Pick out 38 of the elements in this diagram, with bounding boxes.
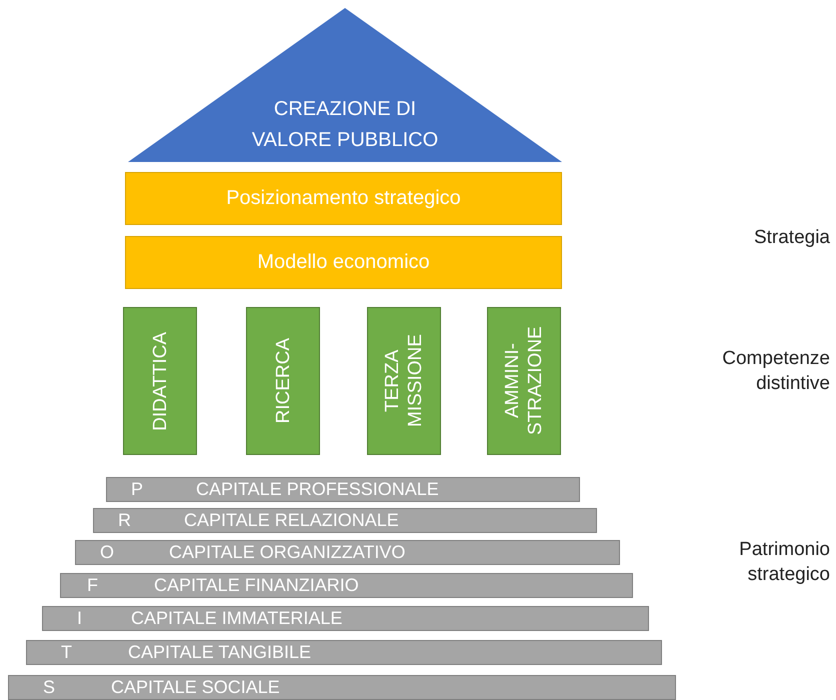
step-letter: F — [87, 575, 98, 596]
step-bar — [75, 540, 620, 565]
pillar-text: TERZA MISSIONE — [381, 334, 427, 430]
step-text: CAPITALE ORGANIZZATIVO — [169, 542, 406, 563]
side-label: Strategia — [752, 226, 830, 250]
beam-text: Posizionamento strategico — [226, 187, 461, 210]
pillar — [487, 307, 561, 455]
roof-text: CREAZIONE DI VALORE PUBBLICO — [250, 97, 440, 153]
step-bar — [93, 508, 597, 533]
pillar-text: DIDATTICA — [148, 332, 172, 430]
step-letter: O — [100, 542, 114, 563]
pillar — [246, 307, 320, 455]
step-letter: P — [131, 479, 144, 500]
step-bar — [60, 573, 633, 598]
step-bar — [106, 477, 580, 502]
step-text: CAPITALE TANGIBILE — [128, 642, 312, 663]
pillar — [367, 307, 441, 455]
pillar — [123, 307, 197, 455]
roof-triangle — [128, 8, 562, 162]
step-bar — [8, 675, 676, 700]
step-letter: T — [61, 642, 72, 663]
beam-bar — [125, 236, 562, 289]
step-letter: R — [118, 510, 131, 531]
step-bar — [42, 606, 649, 631]
step-text: CAPITALE PROFESSIONALE — [196, 479, 439, 500]
pillar-text: AMMINI- STRAZIONE — [501, 326, 547, 438]
side-label: Competenze distintive — [721, 347, 830, 396]
step-text: CAPITALE RELAZIONALE — [184, 510, 399, 531]
step-text: CAPITALE SOCIALE — [111, 677, 280, 698]
side-label: Patrimonio strategico — [738, 538, 830, 587]
pillar-text: RICERCA — [272, 338, 294, 424]
step-letter: I — [77, 608, 82, 629]
step-bar — [26, 640, 662, 665]
step-text: CAPITALE IMMATERIALE — [131, 608, 342, 629]
beam-text: Modello economico — [257, 251, 430, 274]
step-letter: S — [43, 677, 56, 698]
beam-bar — [125, 172, 562, 225]
step-text: CAPITALE FINANZIARIO — [154, 575, 359, 596]
